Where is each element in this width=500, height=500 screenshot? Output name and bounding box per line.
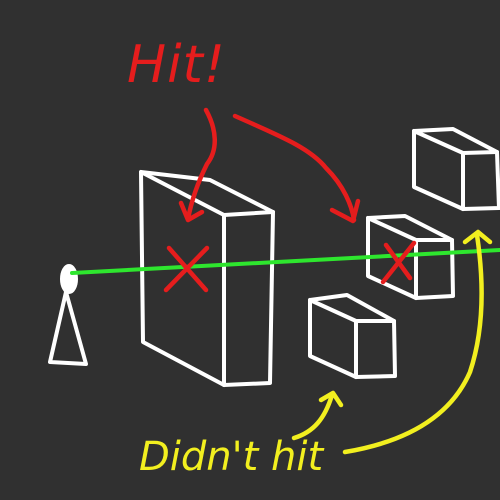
upper-box-miss	[412, 127, 500, 211]
lower-box-miss	[308, 293, 397, 379]
curved-arrow-icon	[178, 107, 217, 223]
x-mark-icon	[163, 245, 210, 293]
large-box-hit	[139, 170, 275, 387]
miss-label: Didn't hit	[139, 434, 325, 480]
curved-arrow-icon-secondary	[232, 113, 361, 224]
x-mark-icon-secondary	[380, 240, 417, 285]
yellow-arrow-icon	[291, 390, 344, 441]
hit-label: Hit!	[127, 35, 226, 95]
yellow-arrow-icon-secondary	[342, 229, 493, 455]
ray-line	[70, 248, 500, 275]
